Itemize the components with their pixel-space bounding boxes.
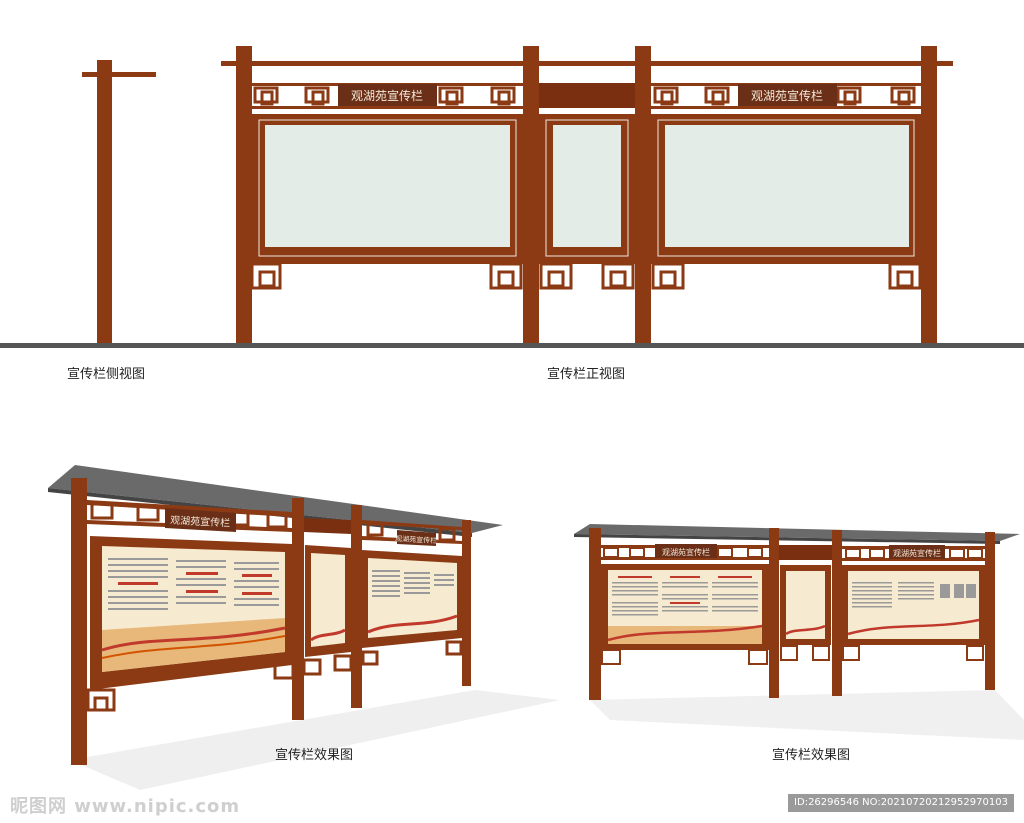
front-view-drawing: 观湖苑宣传栏 观湖苑宣传栏	[221, 46, 953, 343]
effect-right-sign-text-1: 观湖苑宣传栏	[662, 547, 710, 557]
watermark-id: ID:26296546 NO:20210720212952970103	[788, 794, 1014, 812]
caption-effect-left: 宣传栏效果图	[275, 748, 354, 763]
side-view-drawing	[82, 60, 156, 343]
effect-right-drawing: 观湖苑宣传栏 观湖苑宣传栏	[574, 524, 1024, 740]
effect-left-sign-text-1: 观湖苑宣传栏	[170, 513, 231, 529]
effect-left-drawing: 观湖苑宣传栏 观湖苑宣传栏	[48, 465, 560, 790]
ground-line	[0, 343, 1024, 348]
front-sign-left-text: 观湖苑宣传栏	[351, 88, 423, 103]
effect-left-sign-text-2: 观湖苑宣传栏	[395, 534, 437, 545]
caption-front-view: 宣传栏正视图	[547, 367, 626, 382]
front-sign-right-text: 观湖苑宣传栏	[751, 88, 823, 103]
caption-effect-right: 宣传栏效果图	[772, 748, 851, 763]
effect-right-sign-text-2: 观湖苑宣传栏	[893, 548, 941, 558]
watermark-site: 昵图网 www.nipic.com	[10, 796, 241, 817]
caption-side-view: 宣传栏侧视图	[67, 367, 146, 382]
